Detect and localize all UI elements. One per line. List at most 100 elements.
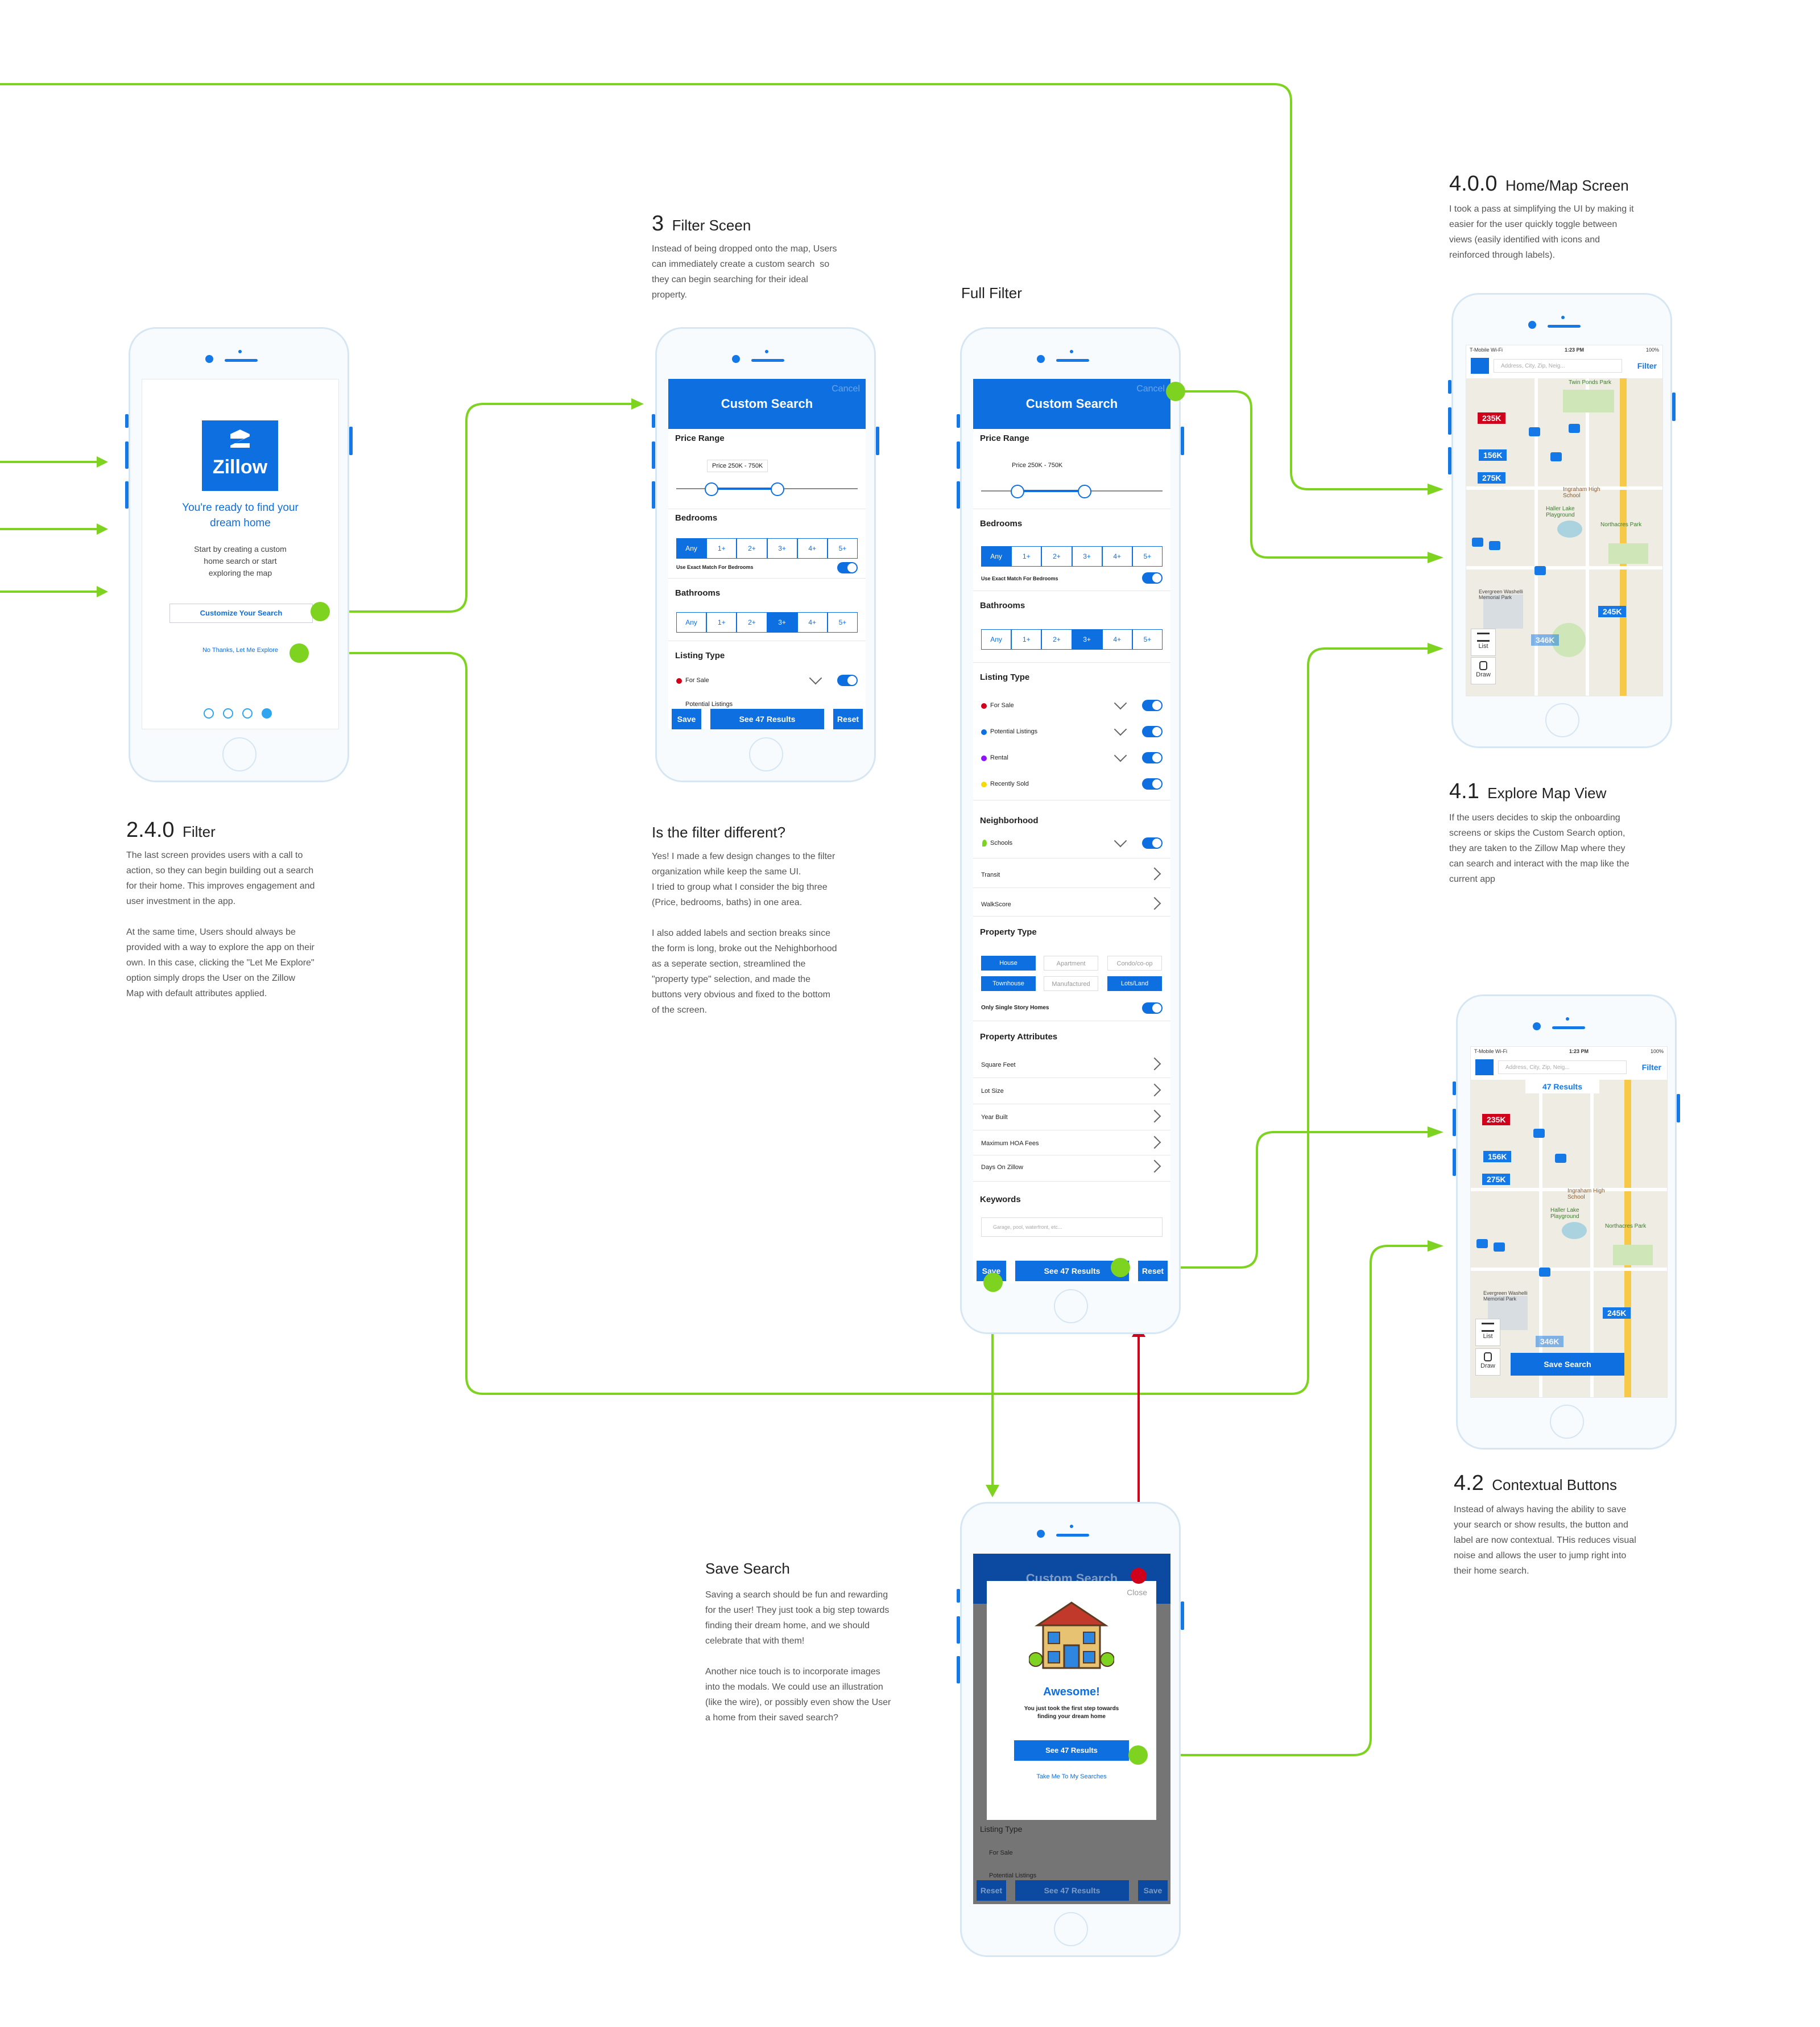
price-marker[interactable]: 275K: [1482, 1174, 1511, 1185]
square-feet-row[interactable]: Square Feet: [981, 1062, 1016, 1068]
year-built-row[interactable]: Year Built: [981, 1114, 1008, 1121]
listing-marker[interactable]: [1472, 538, 1483, 547]
see-results-button[interactable]: See 47 Results: [710, 709, 824, 729]
hoa-row[interactable]: Maximum HOA Fees: [981, 1140, 1039, 1147]
chevron-right-icon[interactable]: [1148, 897, 1161, 910]
price-marker[interactable]: 245K: [1603, 1307, 1631, 1319]
potential-toggle[interactable]: [1142, 726, 1163, 737]
type-apartment[interactable]: Apartment: [1044, 956, 1098, 971]
slider-handle-max[interactable]: [771, 482, 784, 496]
chevron-down-icon[interactable]: [1114, 723, 1127, 736]
reset-button[interactable]: Reset: [833, 709, 863, 729]
modal-results-button[interactable]: See 47 Results: [1014, 1740, 1129, 1761]
map-screen: T-Mobile Wi-Fi 1:23 PM 100% Address, Cit…: [1466, 345, 1663, 696]
type-manufactured[interactable]: Manufactured: [1044, 976, 1098, 991]
cancel-link[interactable]: Cancel: [1136, 384, 1165, 394]
price-range-label: Price Range: [675, 434, 725, 443]
map-view[interactable]: 235K 156K 275K 245K 346K Twin Ponds Park…: [1466, 378, 1662, 696]
chevron-right-icon[interactable]: [1148, 1136, 1161, 1149]
exact-match-label: Use Exact Match For Bedrooms: [676, 564, 754, 570]
draw-button[interactable]: Draw: [1471, 657, 1496, 684]
price-marker[interactable]: 235K: [1478, 412, 1506, 424]
exact-match-label: Use Exact Match For Bedrooms: [981, 576, 1058, 581]
price-marker[interactable]: 156K: [1483, 1151, 1512, 1162]
chevron-right-icon[interactable]: [1148, 867, 1161, 881]
price-marker[interactable]: 346K: [1536, 1336, 1564, 1347]
single-story-toggle[interactable]: [1142, 1002, 1163, 1014]
listing-marker[interactable]: [1494, 1242, 1505, 1252]
reset-button[interactable]: Reset: [1138, 1261, 1168, 1281]
search-input[interactable]: Address, City, Zip, Neig...: [1494, 359, 1622, 373]
slider-handle-min[interactable]: [705, 482, 718, 496]
type-lots[interactable]: Lots/Land: [1107, 976, 1162, 991]
draw-button[interactable]: Draw: [1475, 1348, 1500, 1376]
save-button[interactable]: Save: [672, 709, 701, 729]
list-button[interactable]: List: [1471, 629, 1496, 656]
listing-marker[interactable]: [1555, 1154, 1566, 1163]
type-condo[interactable]: Condo/co-op: [1107, 956, 1162, 971]
cancel-link[interactable]: Cancel: [832, 384, 860, 394]
chevron-right-icon[interactable]: [1148, 1057, 1161, 1071]
save-search-button[interactable]: Save Search: [1511, 1353, 1624, 1376]
explore-link[interactable]: No Thanks, Let Me Explore: [202, 647, 279, 654]
listing-marker[interactable]: [1533, 1129, 1545, 1138]
chevron-down-icon[interactable]: [809, 671, 822, 685]
price-marker[interactable]: 245K: [1598, 606, 1627, 617]
node-customize: [311, 602, 330, 621]
price-marker[interactable]: 156K: [1479, 449, 1507, 461]
chevron-right-icon[interactable]: [1148, 1109, 1161, 1123]
recently-sold-toggle[interactable]: [1142, 778, 1163, 790]
slider-handle-max[interactable]: [1078, 485, 1091, 498]
my-searches-link[interactable]: Take Me To My Searches: [1036, 1773, 1107, 1780]
type-townhouse[interactable]: Townhouse: [981, 976, 1036, 991]
listing-marker[interactable]: [1476, 1239, 1488, 1248]
keywords-input[interactable]: Garage, pool, waterfront, etc...: [981, 1217, 1163, 1237]
chevron-down-icon[interactable]: [1114, 749, 1127, 762]
dimmed-for-sale: For Sale: [989, 1850, 1013, 1856]
section-contextual-heading: 4.2 Contextual Buttons: [1454, 1471, 1617, 1495]
slider-handle-min[interactable]: [1011, 485, 1024, 498]
listing-marker[interactable]: [1529, 427, 1540, 436]
customize-search-button[interactable]: Customize Your Search: [169, 604, 313, 623]
rental-toggle[interactable]: [1142, 752, 1163, 763]
transit-row[interactable]: Transit: [981, 872, 1000, 878]
section-onboarding-heading: 2.4.0 Filter: [126, 818, 216, 842]
filter-button[interactable]: Filter: [1637, 361, 1657, 370]
chevron-right-icon[interactable]: [1148, 1083, 1161, 1097]
type-house[interactable]: House: [981, 956, 1036, 971]
days-on-zillow-row[interactable]: Days On Zillow: [981, 1164, 1023, 1171]
walkscore-row[interactable]: WalkScore: [981, 901, 1011, 908]
filter-button[interactable]: Filter: [1641, 1063, 1661, 1072]
close-button[interactable]: Close: [1127, 1588, 1147, 1597]
list-button[interactable]: List: [1475, 1319, 1500, 1346]
price-marker[interactable]: 235K: [1482, 1114, 1511, 1125]
listing-marker[interactable]: [1534, 566, 1546, 575]
price-marker[interactable]: 275K: [1478, 472, 1506, 484]
listing-marker[interactable]: [1569, 424, 1580, 433]
map-view[interactable]: 47 Results 235K 156K 275K 245K 346K Ingr…: [1471, 1080, 1667, 1397]
home-button: [1550, 1405, 1584, 1439]
search-input[interactable]: Address, City, Zip, Neig...: [1498, 1060, 1627, 1074]
schools-toggle[interactable]: [1142, 837, 1163, 849]
bedrooms-label: Bedrooms: [980, 519, 1023, 529]
listing-marker[interactable]: [1550, 452, 1562, 461]
listing-marker[interactable]: [1489, 541, 1500, 550]
listing-marker[interactable]: [1539, 1268, 1550, 1277]
for-sale-label: For Sale: [685, 677, 709, 684]
chevron-down-icon[interactable]: [1114, 834, 1127, 848]
chevron-right-icon[interactable]: [1148, 1159, 1161, 1173]
price-marker[interactable]: 346K: [1531, 634, 1560, 646]
schools-label: Schools: [990, 840, 1013, 847]
lot-size-row[interactable]: Lot Size: [981, 1088, 1004, 1095]
for-sale-toggle[interactable]: [1142, 700, 1163, 711]
phone-home-map: T-Mobile Wi-Fi 1:23 PM 100% Address, Cit…: [1448, 293, 1676, 748]
property-type-label: Property Type: [980, 927, 1037, 937]
exact-match-toggle[interactable]: [837, 562, 858, 573]
exact-match-toggle[interactable]: [1142, 572, 1163, 584]
for-sale-toggle[interactable]: [837, 675, 858, 686]
chevron-down-icon[interactable]: [1114, 696, 1127, 710]
